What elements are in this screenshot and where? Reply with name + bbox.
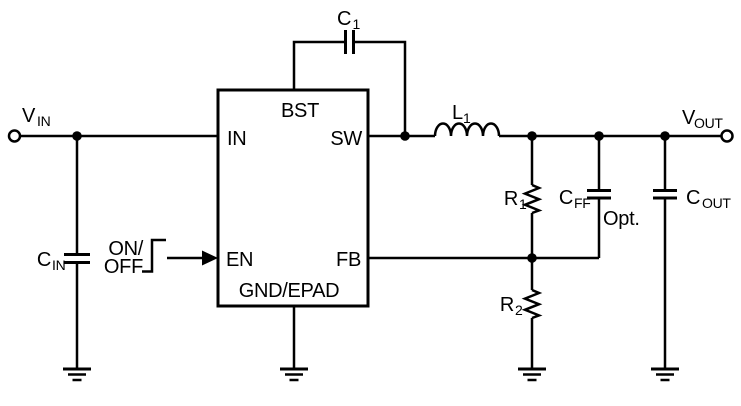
pin-label-sw: SW [330,128,362,150]
cin-capacitor-icon [64,253,90,264]
svg-text:C: C [686,187,700,209]
enable-label: ON/ OFF [104,238,144,278]
svg-text:R: R [500,294,514,316]
junction-dot-sw [400,131,410,141]
cin-label: C IN [37,249,66,273]
svg-text:R: R [504,188,518,210]
c1-left-wire [292,40,344,90]
r2-resistor-icon [521,288,543,320]
vout-label: V OUT [682,107,724,131]
junction-dot-cff [594,131,604,141]
ic-body [216,88,370,308]
svg-text:OUT: OUT [694,115,723,131]
ic-ground-icon [280,367,308,382]
pin-label-in: IN [227,128,246,150]
svg-text:V: V [682,107,696,129]
pin-label-gnd: GND/EPAD [239,280,340,302]
c1-label: C 1 [337,8,361,32]
cout-label: C OUT [686,187,732,211]
svg-text:L: L [452,102,463,124]
junction-dot-fb [527,253,537,263]
cout-capacitor-icon [653,189,677,200]
cin-ground-icon [63,367,91,382]
svg-text:V: V [22,105,36,127]
svg-text:FF: FF [574,195,591,211]
cout-ground-icon [651,367,679,382]
r1-label: R 1 [504,188,527,212]
svg-text:ON/: ON/ [108,238,143,260]
c1-right-wire [355,40,407,136]
junction-dot-r1 [527,131,537,141]
junction-dot-vin [72,131,82,141]
vin-label: V IN [22,105,51,129]
r2-label: R 2 [500,294,523,318]
svg-text:OUT: OUT [702,195,731,211]
cff-optional-note: Opt. [603,208,640,230]
svg-text:IN: IN [37,113,50,129]
r2-ground-icon [518,367,546,382]
r1-resistor-icon [521,183,543,215]
vout-terminal-icon [720,129,734,143]
enable-step-waveform-icon [142,238,166,273]
pin-label-fb: FB [336,249,361,271]
l1-inductor-icon [433,122,501,137]
svg-text:1: 1 [353,16,361,32]
c1-capacitor-icon [344,30,355,54]
svg-text:C: C [559,187,573,209]
junction-dot-cout [660,131,670,141]
svg-text:IN: IN [52,257,65,273]
svg-text:1: 1 [519,196,527,212]
pin-label-en: EN [226,249,253,271]
svg-text:C: C [337,8,351,30]
svg-text:1: 1 [463,110,471,126]
svg-text:2: 2 [515,302,523,318]
cff-label: C FF [559,187,591,211]
vin-terminal-icon [7,129,22,143]
cff-capacitor-icon [587,189,611,200]
svg-text:OFF: OFF [104,256,143,278]
enable-arrowhead-icon [202,250,218,266]
l1-label: L 1 [452,102,471,126]
pin-label-bst: BST [281,100,319,122]
svg-text:C: C [37,249,51,271]
ic-pin-labels: BST IN SW EN FB GND/EPAD [226,100,363,302]
